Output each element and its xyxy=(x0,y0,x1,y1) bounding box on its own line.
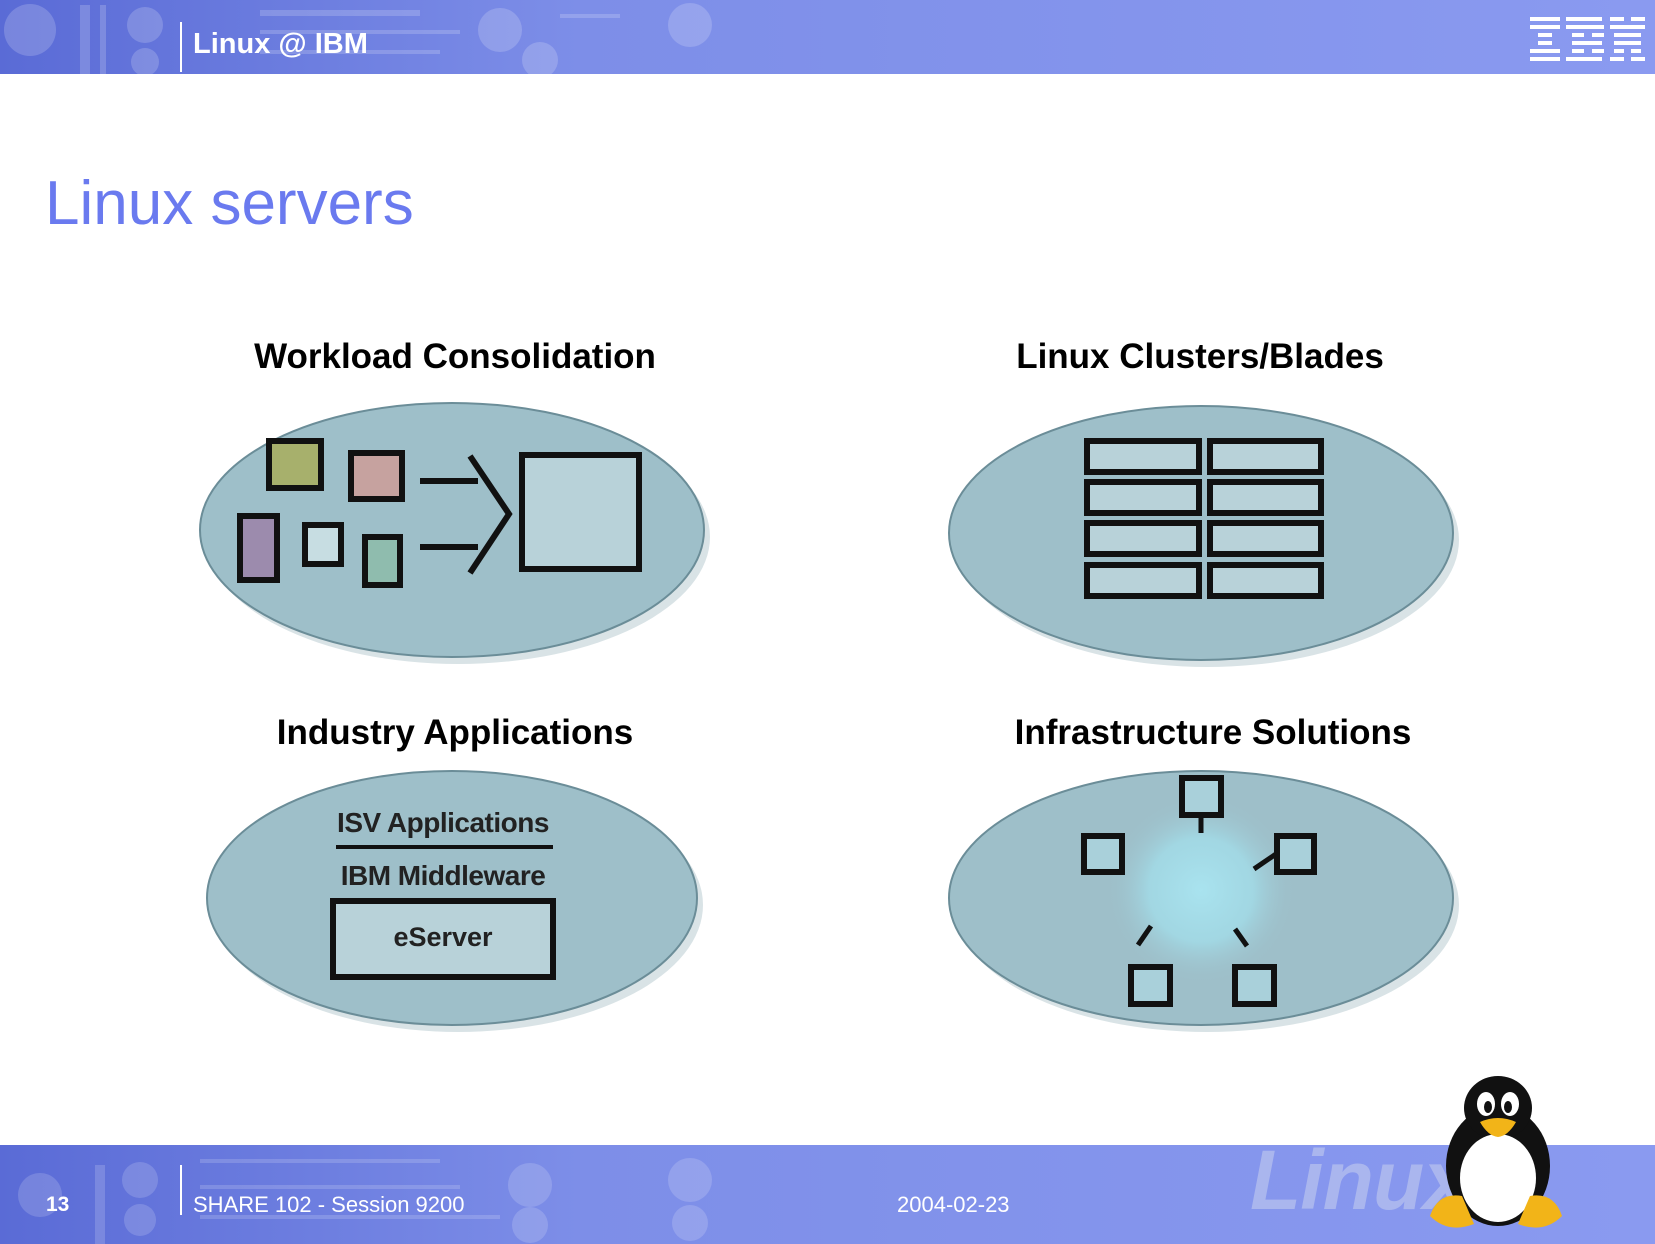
blade-2 xyxy=(1207,438,1324,475)
blade-4 xyxy=(1207,479,1324,516)
stack-separator xyxy=(336,845,553,849)
page-title: Linux servers xyxy=(45,169,414,238)
workload-box-olive xyxy=(266,438,324,491)
header-decoration xyxy=(4,3,712,74)
header-bar: Linux @ IBM xyxy=(0,0,1655,74)
software-stack-diagram: ISV Applications IBM Middleware eServer xyxy=(180,755,720,1055)
network-node-bottom-left xyxy=(1128,964,1173,1007)
network-node-left xyxy=(1081,833,1125,875)
cluster-grid-diagram xyxy=(948,405,1459,667)
network-node-right xyxy=(1274,833,1317,875)
workload-box-violet xyxy=(237,513,280,583)
blade-3 xyxy=(1084,479,1202,516)
ibm-logo-icon xyxy=(1530,17,1645,61)
workload-box-rose xyxy=(348,450,405,502)
blade-5 xyxy=(1084,520,1202,557)
header-title: Linux @ IBM xyxy=(193,28,368,60)
footer-divider xyxy=(180,1165,182,1215)
footer-date: 2004-02-23 xyxy=(897,1192,1010,1217)
quadrant-label-industry-applications: Industry Applications xyxy=(276,713,634,752)
workload-box-light xyxy=(302,522,344,567)
consolidation-diagram xyxy=(199,402,710,664)
eserver-box xyxy=(330,898,556,980)
blade-1 xyxy=(1084,438,1202,475)
header-divider xyxy=(180,22,182,72)
workload-box-teal xyxy=(362,534,403,588)
quadrant-label-workload-consolidation: Workload Consolidation xyxy=(254,337,656,376)
footer-session: SHARE 102 - Session 9200 xyxy=(193,1192,465,1217)
stack-label-ibm-middleware: IBM Middleware xyxy=(340,860,546,891)
page-number: 13 xyxy=(46,1193,70,1216)
tux-penguin-icon xyxy=(1430,1076,1562,1228)
blade-8 xyxy=(1207,562,1324,599)
merge-arrow-icon xyxy=(420,454,513,575)
hub-glow xyxy=(1106,795,1296,985)
footer-bar xyxy=(0,1145,1655,1244)
network-node-top xyxy=(1179,775,1224,818)
quadrant-label-infrastructure-solutions: Infrastructure Solutions xyxy=(1014,713,1412,752)
consolidated-server-box xyxy=(519,452,642,572)
network-node-bottom-right xyxy=(1232,964,1277,1007)
blade-7 xyxy=(1084,562,1202,599)
quadrant-label-linux-clusters: Linux Clusters/Blades xyxy=(1016,337,1384,376)
stack-ellipse xyxy=(206,770,703,1032)
stack-label-eserver: eServer xyxy=(393,922,493,952)
footer-decoration xyxy=(18,1158,712,1244)
stack-label-isv-applications: ISV Applications xyxy=(337,807,549,838)
blade-6 xyxy=(1207,520,1324,557)
network-hub-diagram xyxy=(948,770,1459,1032)
